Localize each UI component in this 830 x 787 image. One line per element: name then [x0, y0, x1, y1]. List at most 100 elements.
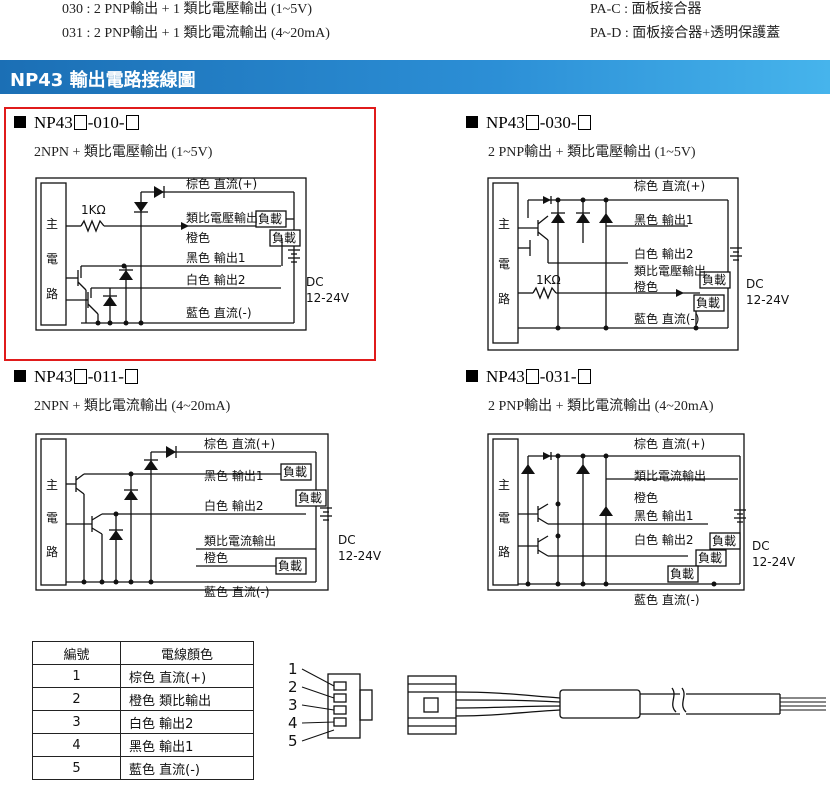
table-row: 2 橙色 類比輸出	[32, 687, 254, 711]
wire-label-white: 白色 輸出2	[204, 498, 263, 513]
main-char: 主	[46, 217, 58, 231]
circuit-frame	[35, 177, 307, 331]
load-box	[295, 489, 327, 507]
cable-wires	[455, 691, 561, 717]
table-row: 1 棕色 直流(+)	[32, 664, 254, 688]
blank-box-icon	[124, 369, 138, 384]
wire-label-brown: 棕色 直流(+)	[204, 436, 275, 451]
load-label: 負載	[712, 534, 736, 548]
pin-number: 5	[288, 732, 298, 750]
cable-sleeve	[559, 689, 641, 719]
model-code: -030-	[539, 113, 577, 132]
zener-diode-icon	[119, 270, 133, 280]
table-header-row: 編號 電線顏色	[32, 641, 254, 665]
spec-line-030: 030 : 2 PNP輸出 + 1 類比電壓輸出 (1~5V)	[62, 2, 312, 17]
table-row: 3 白色 輸出2	[32, 710, 254, 734]
diode-icon	[154, 186, 164, 198]
wire-label-black: 黑色 輸出1	[186, 250, 245, 265]
table-cell: 1	[32, 664, 121, 688]
zener-diode-icon	[521, 464, 535, 474]
diode-icon	[166, 446, 176, 458]
main-circuit-block	[40, 182, 67, 326]
table-header: 電線顏色	[120, 641, 254, 665]
model-prefix: NP43	[486, 113, 525, 132]
model-desc-030: 2 PNP輸出 + 類比電壓輸出 (1~5V)	[488, 145, 696, 160]
table-cell: 藍色 直流(-)	[120, 756, 254, 780]
circuit-frame	[487, 433, 745, 591]
table-cell: 白色 輸出2	[120, 710, 254, 734]
wire-color-table: 編號 電線顏色 1 棕色 直流(+) 2 橙色 類比輸出 3 白色 輸出2 4 …	[32, 641, 254, 780]
load-label: 負載	[278, 559, 302, 573]
wire-label-blue: 藍色 直流(-)	[204, 585, 270, 599]
model-code: -031-	[539, 367, 577, 386]
model-prefix: NP43	[34, 113, 73, 132]
spec-line-031: 031 : 2 PNP輸出 + 1 類比電流輸出 (4~20mA)	[62, 26, 330, 41]
square-bullet-icon	[14, 370, 26, 382]
selected-diagram-highlight	[4, 107, 376, 361]
model-prefix: NP43	[486, 367, 525, 386]
load-label: 負載	[698, 551, 722, 565]
wire-label-black: 黑色 輸出1	[204, 468, 263, 483]
table-row: 4 黑色 輸出1	[32, 733, 254, 757]
wire-label-brown: 棕色 直流(+)	[634, 178, 705, 193]
square-bullet-icon	[466, 116, 478, 128]
zener-diode-icon	[576, 213, 590, 223]
resistor-icon	[80, 219, 105, 233]
main-char: 主	[498, 217, 510, 231]
wire-label-blue: 藍色 直流(-)	[186, 306, 252, 320]
dc-label: DC	[338, 533, 356, 547]
voltage-label: 12-24V	[746, 293, 790, 307]
wire-label-orange: 橙色	[634, 279, 658, 294]
main-char: 路	[46, 544, 58, 559]
wire-label-analog: 類比電壓輸出	[186, 210, 258, 225]
pin-number: 4	[288, 714, 298, 732]
voltage-label: 12-24V	[306, 291, 350, 305]
load-box	[280, 463, 312, 481]
model-desc-010: 2NPN + 類比電壓輸出 (1~5V)	[34, 145, 213, 160]
dc-label: DC	[752, 539, 770, 553]
cable-plug	[407, 675, 457, 735]
load-box	[693, 294, 725, 312]
zener-diode-icon	[576, 464, 590, 474]
load-box	[709, 532, 741, 550]
wire-label-brown: 棕色 直流(+)	[186, 176, 257, 191]
model-code: -011-	[87, 367, 124, 386]
table-cell: 5	[32, 756, 121, 780]
model-desc-031: 2 PNP輸出 + 類比電流輸出 (4~20mA)	[488, 399, 714, 414]
wire-label-blue: 藍色 直流(-)	[634, 593, 700, 607]
wire-label-black: 黑色 輸出1	[634, 212, 693, 227]
main-char: 路	[498, 291, 510, 306]
blank-box-icon	[577, 115, 591, 130]
main-char: 路	[498, 544, 510, 559]
main-char: 主	[498, 478, 510, 492]
blank-box-icon	[73, 369, 87, 384]
diode-icon	[543, 196, 551, 204]
table-cell: 棕色 直流(+)	[120, 664, 254, 688]
blank-box-icon	[125, 115, 139, 130]
wire-label-blue: 藍色 直流(-)	[634, 312, 700, 326]
section-banner: NP43 輸出電路接線圖	[0, 60, 830, 94]
circuit-frame	[487, 177, 739, 351]
load-label: 負載	[298, 491, 322, 505]
load-label: 負載	[670, 567, 694, 581]
load-label: 負載	[702, 273, 726, 287]
load-box	[667, 565, 699, 583]
load-box	[275, 557, 307, 575]
blank-box-icon	[577, 369, 591, 384]
table-cell: 4	[32, 733, 121, 757]
pin-number: 3	[288, 696, 298, 714]
zener-diode-icon	[599, 506, 613, 516]
wire-label-orange: 橙色	[634, 490, 658, 505]
section-title: NP43 輸出電路接線圖	[10, 70, 196, 91]
voltage-label: 12-24V	[338, 549, 382, 563]
dc-label: DC	[746, 277, 764, 291]
model-title-010: NP43 -010-	[14, 113, 140, 133]
break-mark-icon	[671, 687, 687, 713]
table-cell: 橙色 類比輸出	[120, 687, 254, 711]
wire-label-analog: 類比電流輸出	[634, 468, 706, 483]
wire-label-black: 黑色 輸出1	[634, 508, 693, 523]
blank-box-icon	[525, 369, 539, 384]
square-bullet-icon	[466, 370, 478, 382]
model-code: -010-	[87, 113, 125, 132]
